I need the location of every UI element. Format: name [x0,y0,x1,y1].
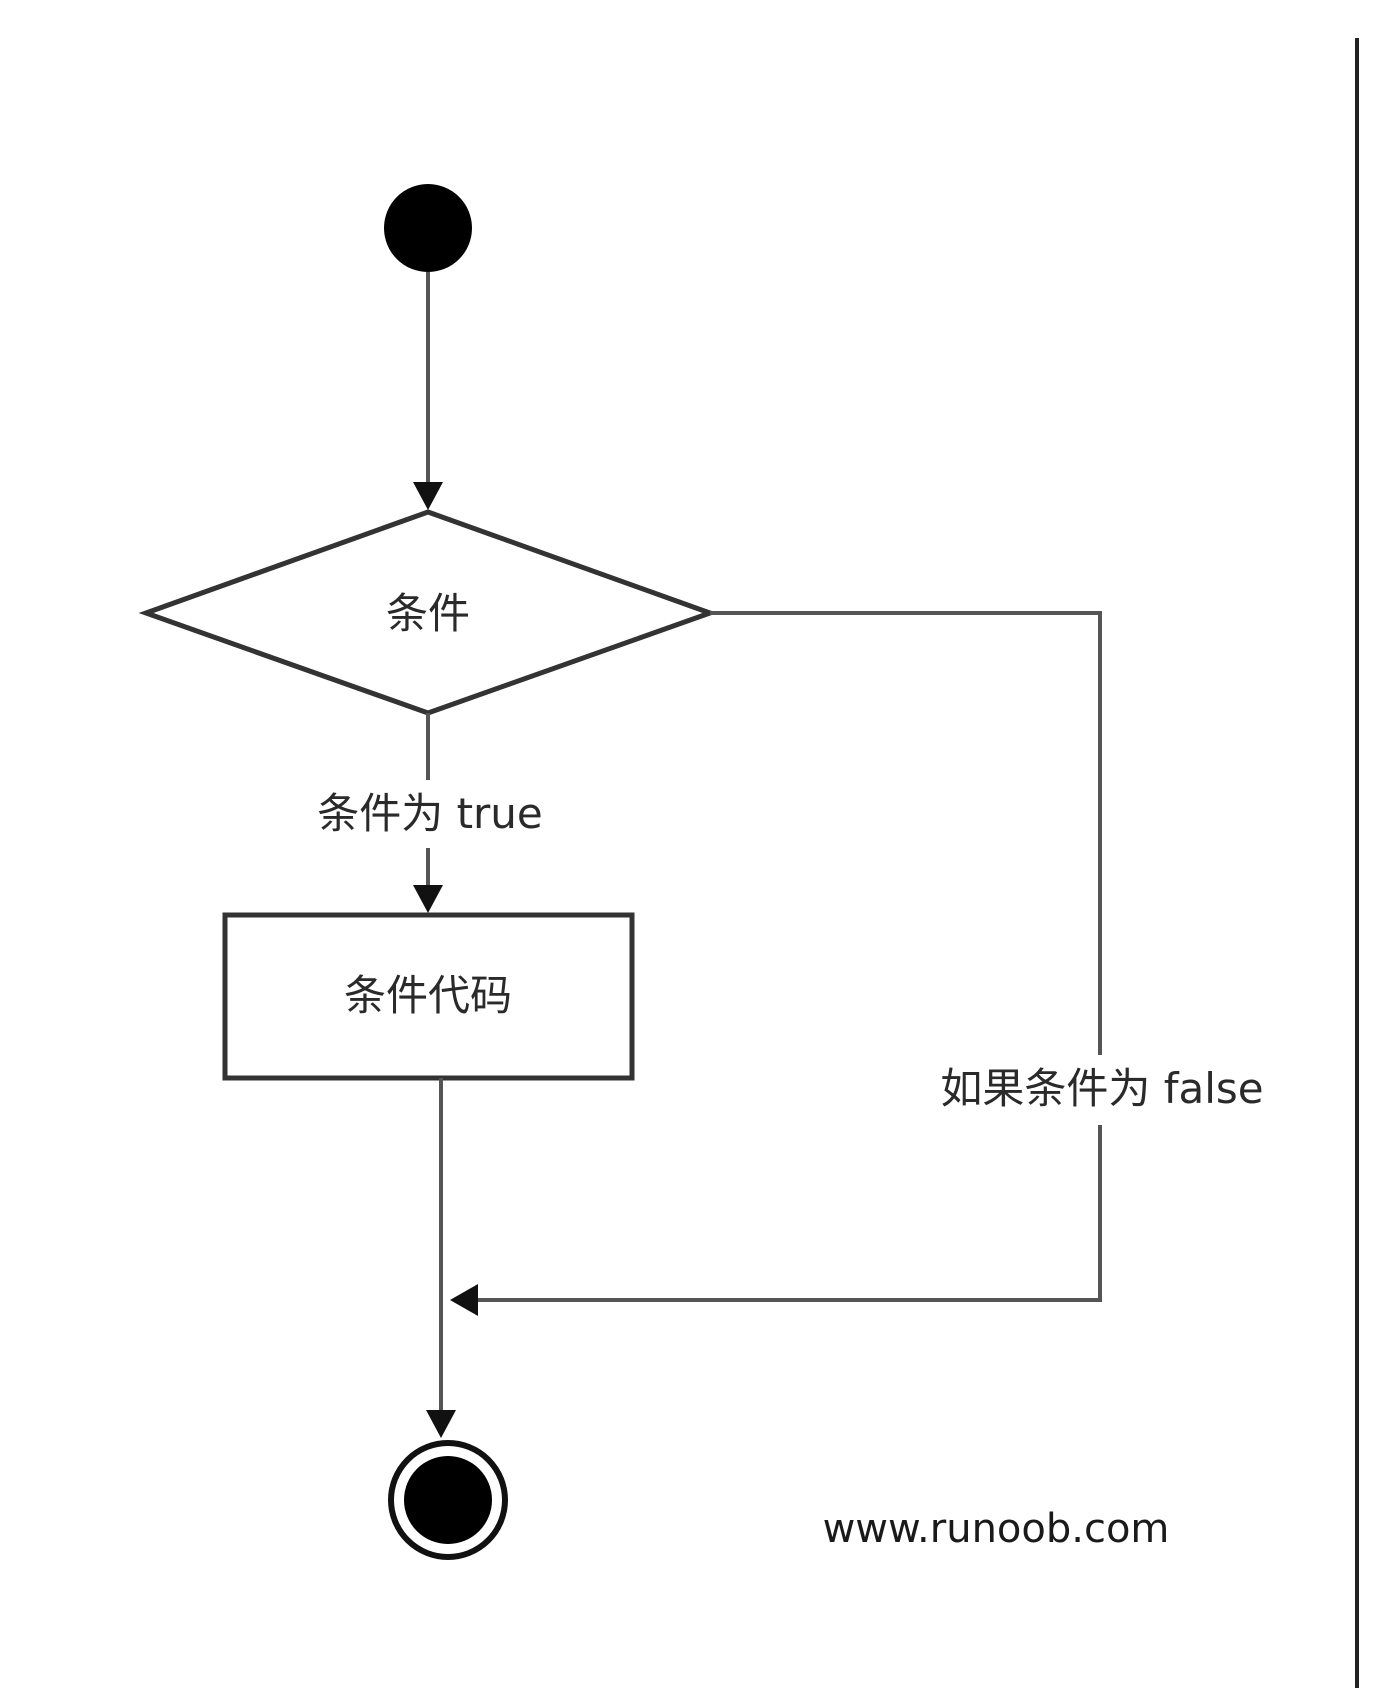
merge-arrowhead [450,1284,478,1316]
true-edge-label: 条件为 true [317,789,543,838]
false-branch-connector-lower [478,1125,1102,1302]
end-node [404,1456,492,1544]
watermark-text: www.runoob.com [823,1506,1170,1552]
end-arrowhead [426,1410,456,1438]
decision-arrowhead [413,482,443,510]
decision-label: 条件 [386,589,470,638]
false-branch-connector-upper [710,611,1102,1055]
start-node [384,184,472,272]
process-arrowhead [413,885,443,913]
process-node [222,912,635,1081]
false-edge-label: 如果条件为 false [940,1064,1263,1113]
process-label: 条件代码 [344,971,512,1020]
